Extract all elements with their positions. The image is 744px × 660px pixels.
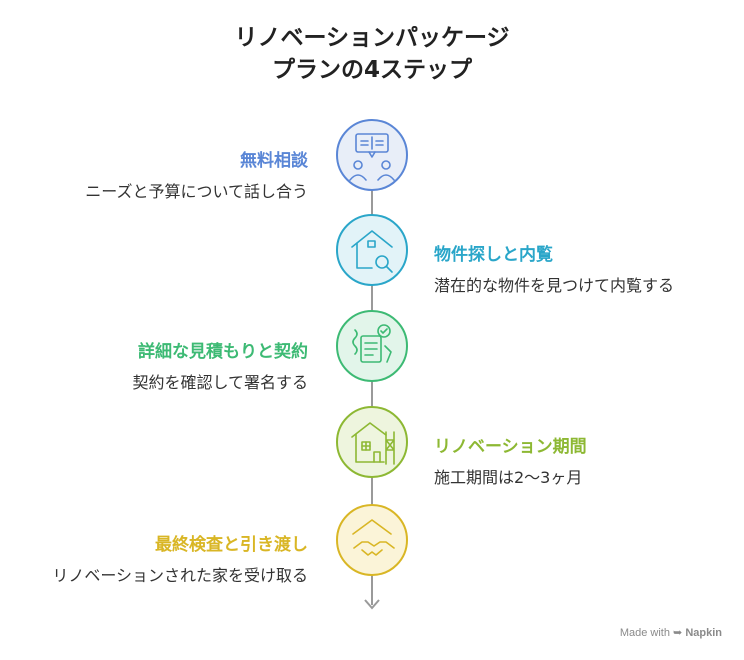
timeline-arrow [364,599,380,610]
construction-house-icon [351,422,395,465]
diagram-title: リノベーションパッケージ プランの4ステップ [0,22,744,86]
consultation-icon [349,133,395,181]
step-2-node [336,214,408,286]
handshake-house-icon [352,519,395,556]
step-1-title: 無料相談 [240,151,308,171]
step-5-node [336,504,408,576]
napkin-logo-icon: ➥ [673,627,683,639]
step-5-desc: リノベーションされた家を受け取る [52,566,308,585]
step-4-title: リノベーション期間 [434,437,587,457]
step-4-desc: 施工期間は2〜3ヶ月 [434,468,583,487]
step-3-node [336,310,408,382]
house-search-icon [351,230,393,273]
title-line-2: プランの4ステップ [271,57,472,83]
footer-brand: Napkin [685,627,722,639]
step-1-desc: ニーズと予算について話し合う [85,182,308,201]
step-2-desc: 潜在的な物件を見つけて内覧する [434,276,675,295]
step-3-title: 詳細な見積もりと契約 [138,342,308,362]
step-5-title: 最終検査と引き渡し [155,535,308,555]
footer: Made with ➥ Napkin [620,626,722,639]
step-3-desc: 契約を確認して署名する [132,373,308,392]
step-1-node [336,119,408,191]
title-line-1: リノベーションパッケージ [234,25,510,51]
step-2-title: 物件探しと内覧 [434,245,553,265]
contract-sign-icon [352,324,392,363]
step-4-node [336,406,408,478]
footer-made-with: Made with [619,627,670,639]
